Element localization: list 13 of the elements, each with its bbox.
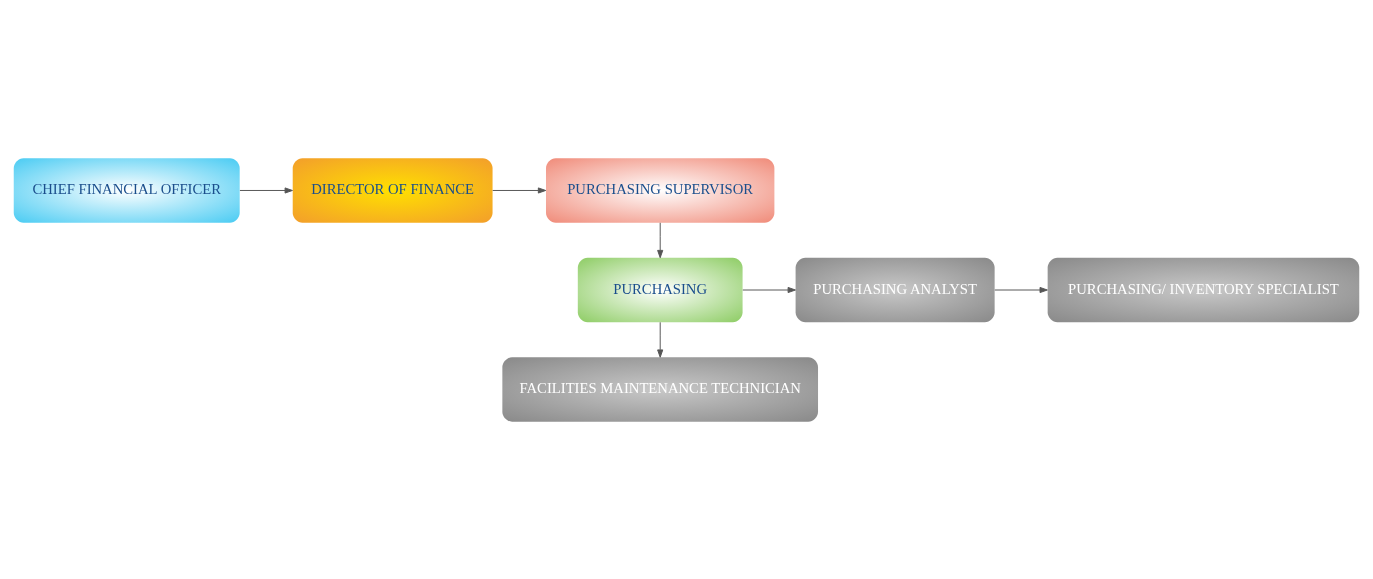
arrow — [657, 221, 664, 258]
node-box: PURCHASING — [577, 257, 743, 322]
arrow — [239, 186, 293, 194]
arrow — [994, 286, 1048, 293]
node-box: PURCHASING SUPERVISOR — [546, 157, 775, 223]
arrow — [657, 321, 664, 358]
node-box: PURCHASING ANALYST — [795, 257, 995, 322]
arrow — [742, 286, 796, 293]
node-box: DIRECTOR OF FINANCE — [292, 157, 493, 223]
node-box: CHIEF FINANCIAL OFFICER — [13, 157, 240, 223]
node-box: PURCHASING/ INVENTORY SPECIALIST — [1047, 257, 1360, 322]
node-box: FACILITIES MAINTENANCE TECHNICIAN — [502, 356, 819, 422]
arrow — [492, 186, 547, 194]
